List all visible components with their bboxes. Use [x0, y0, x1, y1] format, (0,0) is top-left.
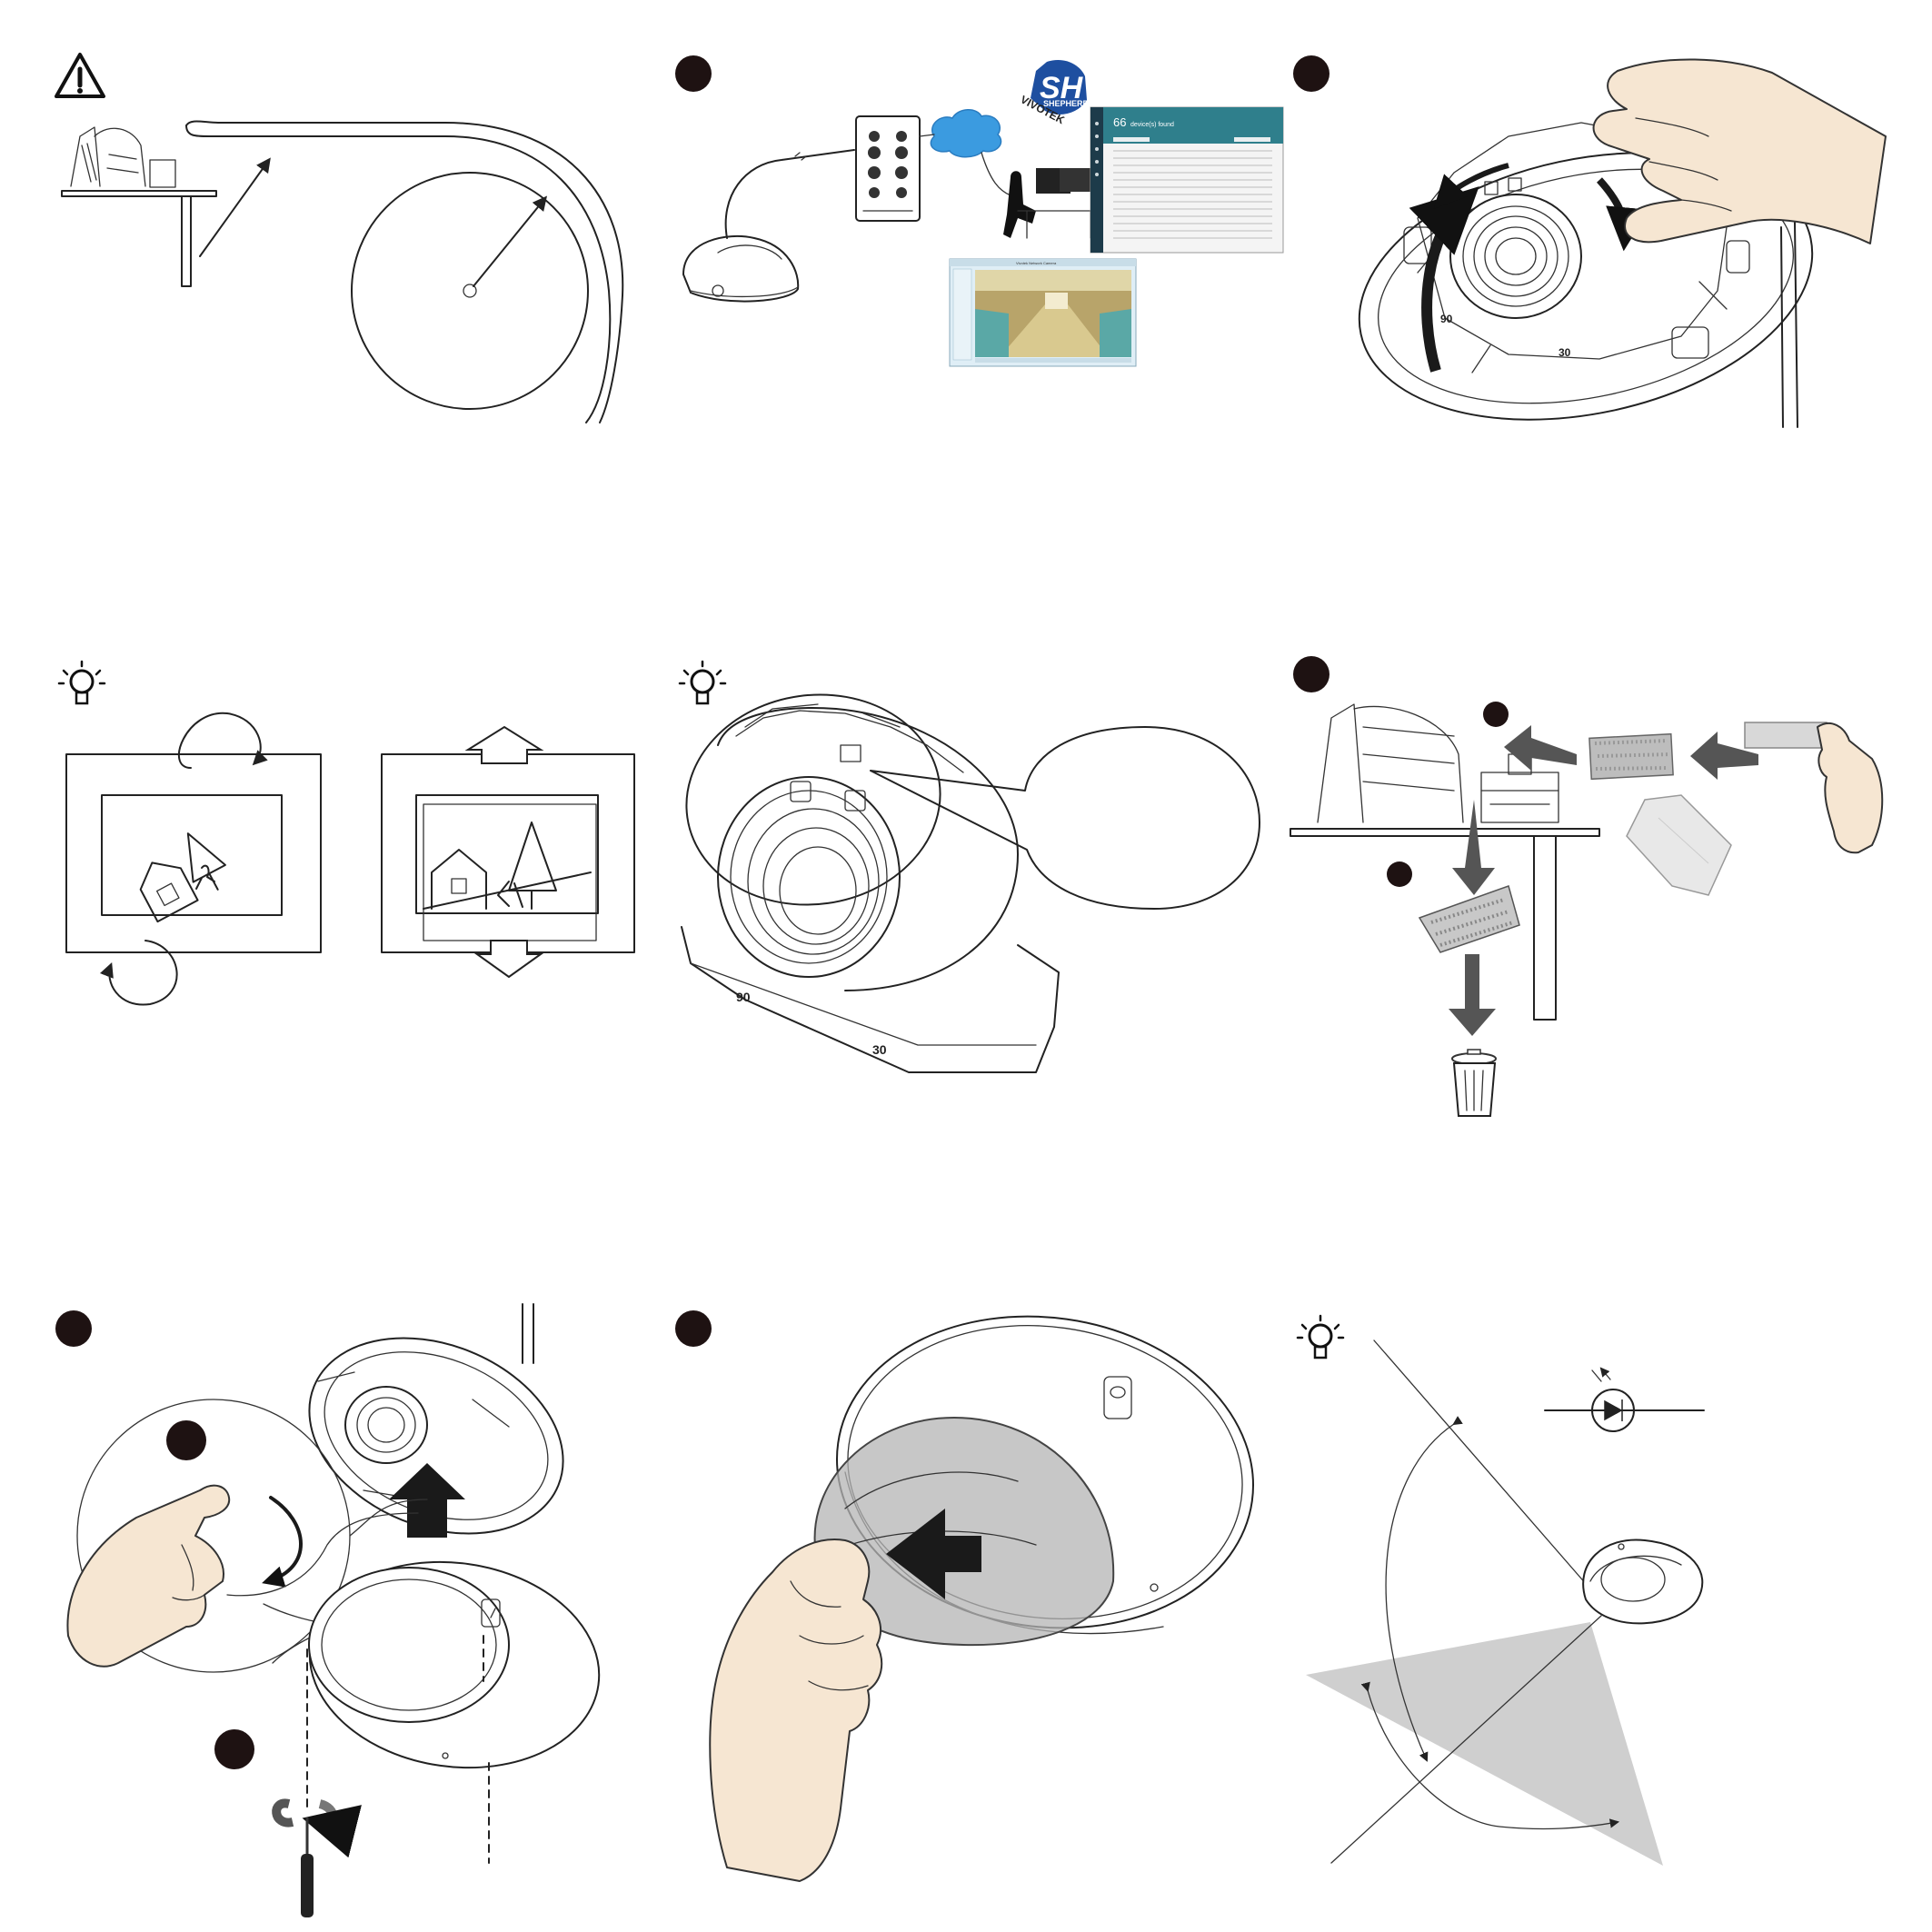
hand-illustration [1594, 59, 1886, 244]
lens-marking-30: 30 [1559, 346, 1571, 359]
lens-marking-30: 30 [872, 1042, 887, 1057]
step-marker-7a [166, 1420, 206, 1460]
flipped-image-frame [382, 727, 634, 977]
flip-arrow-down-icon [477, 941, 541, 977]
used-desiccant-pack [1419, 886, 1519, 952]
rotate-arrow-bottom-icon [109, 941, 176, 1005]
panel-press-cover [675, 1290, 1273, 1881]
step-marker-6 [1293, 656, 1329, 692]
insert-arrow-1 [1504, 725, 1577, 771]
callout-bubble [871, 727, 1260, 909]
panel-image-orientation-tip [59, 662, 634, 1005]
network-cable [726, 150, 854, 238]
cable-pointer-line [200, 160, 269, 256]
panel-lens-callout-tip: 90 30 [672, 662, 1260, 1072]
curved-arrow-connector [268, 1498, 301, 1581]
poe-switch [856, 116, 920, 221]
vivotek-shepherd-logo: SH SHEPHERD VIVOTEK [1019, 60, 1090, 127]
devices-found-count: 66 [1113, 115, 1126, 129]
panel-desiccant [1290, 656, 1882, 1116]
shepherd-software-screen: 66 device(s) found [1090, 107, 1283, 253]
lightbulb-tip-icon [1298, 1316, 1343, 1358]
opened-bag [1627, 795, 1731, 895]
lightbulb-tip-icon [680, 662, 725, 703]
browser-title: Vivotek Network Camera [1016, 261, 1057, 265]
rotate-arrow-right [1599, 180, 1625, 238]
panel-attach-cover [55, 1302, 612, 1917]
warning-triangle-icon [56, 55, 104, 96]
screwdriver-icon [276, 1803, 333, 1917]
dome-cover [296, 1544, 612, 1786]
ethernet-cable [186, 125, 610, 423]
push-up-arrow [389, 1463, 465, 1538]
step-marker-2 [675, 55, 712, 92]
sealed-package [1745, 722, 1827, 748]
panel-viewing-angle-tip [1298, 1316, 1704, 1866]
hand-plugging-connector [67, 1486, 229, 1667]
lens-marking-90: 90 [736, 990, 751, 1004]
remove-arrow-down [1452, 800, 1495, 895]
panel-cable-bend-radius [56, 55, 622, 423]
rotate-arrow-top-icon [179, 713, 261, 768]
trash-can-icon [1452, 1050, 1496, 1116]
field-of-view-area [1306, 1622, 1663, 1866]
photodiode-symbol [1545, 1369, 1704, 1431]
step-marker-7 [55, 1310, 92, 1347]
ceiling-mount-bracket [62, 127, 216, 286]
step-marker-6b [1387, 861, 1412, 887]
dome-camera-small [683, 236, 798, 302]
lightbulb-tip-icon [59, 662, 105, 703]
live-view-browser-screen: Vivotek Network Camera [950, 259, 1136, 366]
panel-network-setup: SH SHEPHERD VIVOTEK 66 device(s) found [675, 55, 1283, 366]
step-marker-7b [214, 1729, 254, 1769]
step-marker-3 [1293, 55, 1329, 92]
lens-module-closeup: 90 30 [672, 679, 1059, 1072]
step-marker-6a [1483, 702, 1509, 727]
dome-camera-tilted [1583, 1539, 1702, 1623]
operator-workstation [1003, 168, 1100, 238]
devices-found-label: device(s) found [1130, 122, 1174, 128]
view-axis-line-1 [1374, 1340, 1599, 1599]
hand-pressing-cover [710, 1539, 881, 1881]
panel-rotate-lens: 90 30 [1293, 55, 1886, 459]
rotated-image-frame [66, 713, 321, 1005]
discard-arrow-down [1449, 954, 1496, 1036]
lens-marking-90: 90 [1440, 313, 1453, 325]
bend-radius-circle [352, 173, 588, 409]
flip-arrow-up-icon [468, 727, 541, 763]
step-marker-8 [675, 1310, 712, 1347]
bend-radius-arrow [473, 198, 545, 286]
hand-holding-pack [1817, 723, 1882, 852]
cloud-icon [931, 110, 1001, 157]
